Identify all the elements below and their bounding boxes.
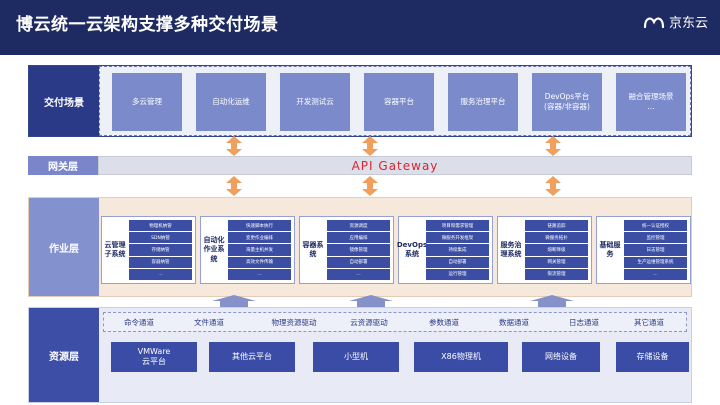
channel-row: 命令通道 文件通道 物理资源驱动 云资源驱动 参数通道 数据通道 日志通道 其它… [103, 312, 687, 332]
system-item: 统一认证授权 [624, 220, 687, 232]
system-item: 资源调度 [327, 220, 390, 232]
system-item: 高效文件传输 [228, 256, 291, 268]
double-arrow-icon [545, 136, 561, 156]
system-item: 运行管理 [426, 268, 489, 281]
system-item: 监控管理 [624, 232, 687, 244]
system-item: SDN纳管 [129, 232, 192, 244]
system-basic-services: 基础服务 统一认证授权 监控管理 日志管理 生产运维管理系统 … [596, 216, 691, 284]
system-item: 微服务拓扑 [525, 232, 588, 244]
layer-label-delivery: 交付场景 [29, 66, 99, 136]
api-gateway-bar: API Gateway [98, 156, 692, 175]
double-arrow-icon [545, 176, 561, 196]
channel-label: 参数通道 [429, 317, 459, 327]
system-item: 存储纳管 [129, 244, 192, 256]
system-item: 镜像管理 [327, 244, 390, 256]
system-item: 持续集成 [426, 244, 489, 256]
job-layer: 作业层 云管理子系统 物理机纳管 SDN纳管 存储纳管 容器纳管 … 自动化作业… [28, 197, 692, 297]
system-item: 网关管理 [525, 256, 588, 268]
delivery-layer: 交付场景 多云管理 自动化运维 开发测试云 容器平台 服务治理平台 DevOps… [28, 65, 692, 137]
system-item: … [228, 268, 291, 281]
system-item: 自动部署 [327, 256, 390, 268]
channel-label: 云资源驱动 [350, 317, 388, 327]
scene-container: 容器平台 [364, 73, 434, 131]
resource-network: 网络设备 [522, 342, 600, 372]
resource-minicomputer: 小型机 [313, 342, 399, 372]
scene-multi-cloud: 多云管理 [112, 73, 182, 131]
arrows-middle [226, 176, 561, 196]
system-item: 物理机纳管 [129, 220, 192, 232]
slide-title: 博云统一云架构支撑多种交付场景 [16, 15, 279, 35]
resource-storage: 存储设备 [616, 342, 689, 372]
system-item: … [129, 268, 192, 281]
system-item: 项目和需求管理 [426, 220, 489, 232]
double-arrow-icon [362, 136, 378, 156]
system-container: 容器系统 资源调度 应用编排 镜像管理 自动部署 … [299, 216, 394, 284]
up-arrow-icon [530, 295, 574, 307]
brand-logo: 京东云 [643, 12, 708, 31]
resource-layer: 资源层 命令通道 文件通道 物理资源驱动 云资源驱动 参数通道 数据通道 日志通… [28, 307, 692, 403]
jd-cloud-logo-icon [643, 16, 665, 28]
channel-label: 物理资源驱动 [271, 317, 317, 327]
system-item: 容器纳管 [129, 256, 192, 268]
channel-label: 数据通道 [499, 317, 529, 327]
arrows-bottom [212, 295, 574, 307]
double-arrow-icon [226, 136, 242, 156]
double-arrow-icon [362, 176, 378, 196]
double-arrow-icon [226, 176, 242, 196]
layer-label-gateway: 网关层 [28, 156, 98, 175]
scene-service-governance: 服务治理平台 [448, 73, 518, 131]
system-item: 限流管理 [525, 268, 588, 281]
system-item: 日志管理 [624, 244, 687, 256]
system-item: 生产运维管理系统 [624, 256, 687, 268]
channel-label: 日志通道 [569, 317, 599, 327]
system-item: 自动部署 [426, 256, 489, 268]
resource-x86: X86物理机 [414, 342, 508, 372]
channel-label: 命令通道 [124, 317, 154, 327]
gateway-layer: 网关层 API Gateway [28, 156, 692, 175]
system-cloud-management: 云管理子系统 物理机纳管 SDN纳管 存储纳管 容器纳管 … [101, 216, 196, 284]
system-item: 变更作业编排 [228, 232, 291, 244]
up-arrow-icon [349, 295, 393, 307]
up-arrow-icon [212, 295, 256, 307]
channel-label: 文件通道 [194, 317, 224, 327]
system-automation: 自动化作业系统 快速脚本执行 变更作业编排 海量主机并发 高效文件传输 … [200, 216, 295, 284]
scene-auto-ops: 自动化运维 [196, 73, 266, 131]
system-item: 快速脚本执行 [228, 220, 291, 232]
system-item: … [624, 268, 687, 281]
system-item: 应用编排 [327, 232, 390, 244]
system-devops: DevOps系统 项目和需求管理 微服务开发框架 持续集成 自动部署 运行管理 [397, 216, 493, 284]
scene-fusion: 融合管理场景… [616, 73, 686, 131]
scene-devops: DevOps平台(容器/非容器) [532, 73, 602, 131]
brand-name: 京东云 [668, 16, 708, 31]
resource-other-cloud: 其他云平台 [209, 342, 295, 372]
layer-label-job: 作业层 [29, 198, 99, 296]
system-item: … [327, 268, 390, 281]
system-item: 链路追踪 [525, 220, 588, 232]
system-item: 微服务开发框架 [426, 232, 489, 244]
layer-label-resource: 资源层 [29, 308, 99, 402]
diagram-canvas: 交付场景 多云管理 自动化运维 开发测试云 容器平台 服务治理平台 DevOps… [0, 55, 720, 405]
system-item: 海量主机并发 [228, 244, 291, 256]
system-item: 熔断降级 [525, 244, 588, 256]
scene-dev-test: 开发测试云 [280, 73, 350, 131]
scene-area: 多云管理 自动化运维 开发测试云 容器平台 服务治理平台 DevOps平台(容器… [99, 66, 691, 136]
channel-label: 其它通道 [634, 317, 664, 327]
arrows-top [226, 136, 561, 156]
system-service-governance: 服务治理系统 链路追踪 微服务拓扑 熔断降级 网关管理 限流管理 [497, 216, 592, 284]
